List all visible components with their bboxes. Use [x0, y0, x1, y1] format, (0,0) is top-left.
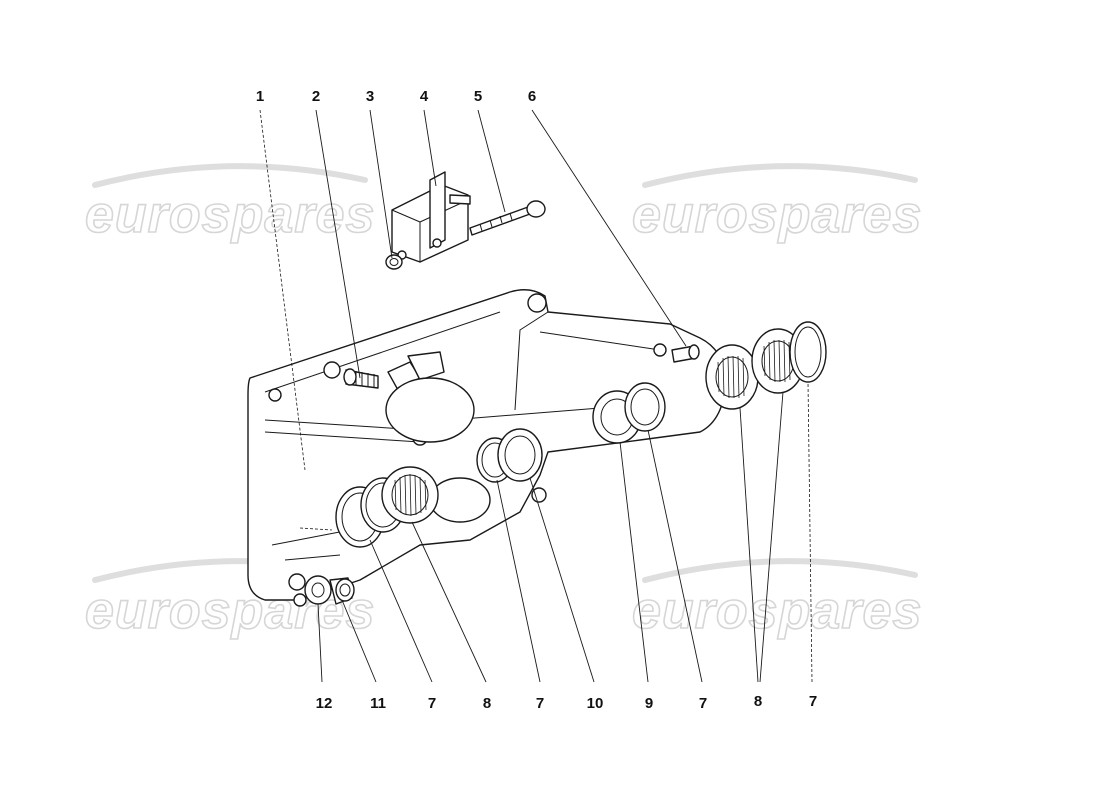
callout-4: 4	[420, 88, 429, 105]
callout-1: 1	[256, 88, 264, 105]
callout-3: 3	[366, 88, 374, 105]
watermark-text: eurospares	[632, 186, 922, 244]
right-center-assembly	[592, 382, 666, 444]
callout-9: 9	[645, 695, 653, 712]
leader-lines	[259, 109, 813, 683]
callout-10: 10	[587, 695, 604, 712]
callout-labels: 1 2 3 4 5 6 12 11 7 8 7 10 9 7 8 7	[256, 88, 817, 712]
watermark-swoosh	[642, 163, 918, 188]
callout-7: 7	[809, 693, 817, 710]
watermark-text: eurospares	[85, 186, 375, 244]
right-bearing-assembly	[705, 321, 827, 410]
bearing	[705, 344, 759, 410]
nut	[385, 254, 403, 270]
lower-left-hardware	[304, 575, 355, 605]
callout-7: 7	[699, 695, 707, 712]
pin	[671, 344, 700, 363]
watermark-text: eurospares	[85, 582, 375, 640]
callout-6: 6	[528, 88, 536, 105]
watermark-swoosh	[642, 558, 918, 583]
left-bearing-assembly	[335, 466, 439, 548]
callout-11: 11	[370, 695, 386, 712]
callout-2: 2	[312, 88, 320, 105]
bracket-assembly	[385, 171, 546, 270]
watermark-text: eurospares	[632, 582, 922, 640]
callout-5: 5	[474, 88, 482, 105]
callout-7: 7	[428, 695, 436, 712]
screw	[469, 200, 546, 236]
callout-8: 8	[754, 693, 762, 710]
watermark-swoosh	[92, 163, 368, 188]
callout-12: 12	[316, 695, 333, 712]
washer	[304, 575, 332, 605]
stud-bolt	[343, 368, 379, 389]
callout-8: 8	[483, 695, 491, 712]
middle-bearing-assembly	[476, 428, 543, 483]
callout-7: 7	[536, 695, 544, 712]
